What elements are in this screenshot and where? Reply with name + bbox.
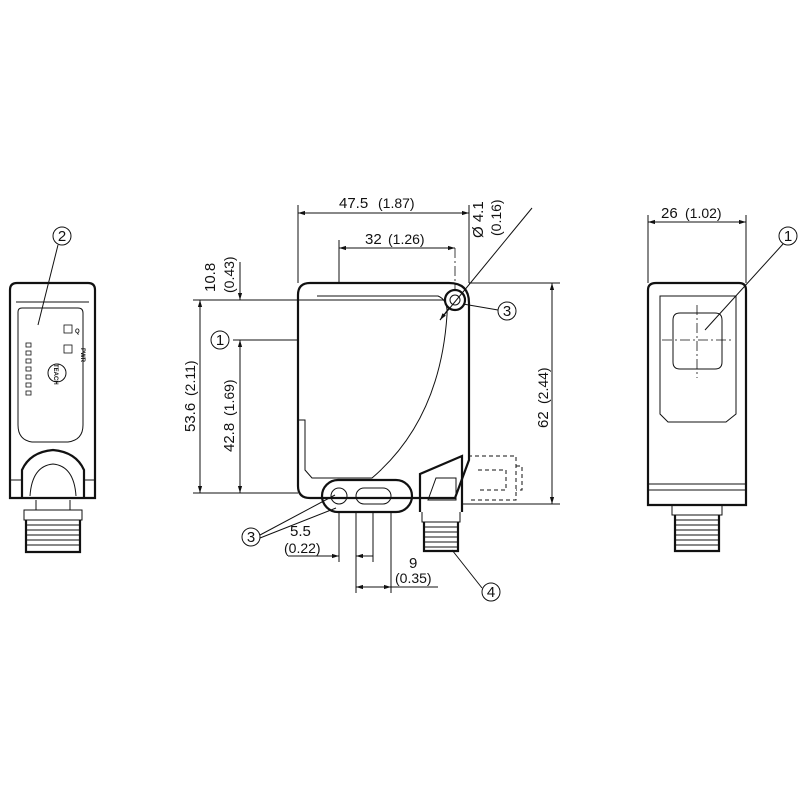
- rear-connector: [671, 505, 723, 553]
- dim-height-total: 62: [535, 411, 552, 428]
- pwr-indicator: [63, 344, 73, 354]
- dim-width-inner-inch: (1.26): [388, 231, 425, 247]
- pwr-label: PWR: [79, 348, 85, 363]
- front-view: Q PWR TEACH 2: [8, 226, 97, 554]
- side-connector: [418, 454, 523, 553]
- dim-hole-offset-inch: (0.22): [284, 540, 321, 556]
- dim-height-left: 53.6: [182, 403, 199, 432]
- svg-text:3: 3: [247, 529, 255, 546]
- callout-1-side: 1: [210, 330, 230, 350]
- dim-height-left-inch: (2.11): [182, 360, 198, 396]
- dim-hole-diameter: Ø 4.1: [470, 201, 487, 238]
- svg-text:2: 2: [58, 228, 66, 245]
- optics-window: [662, 305, 732, 378]
- callout-4: 4: [451, 549, 501, 602]
- svg-text:1: 1: [216, 332, 224, 349]
- callout-2: 2: [37, 226, 72, 326]
- side-view: 47.5 (1.87) 32 (1.26) Ø 4.1 (0.16) 53.6 …: [182, 195, 560, 602]
- dim-slot-width: 9: [409, 555, 417, 572]
- rear-view: 26 (1.02) 1: [646, 205, 798, 553]
- dim-top-offset-inch: (0.43): [221, 256, 237, 293]
- callout-3-top: 3: [462, 301, 517, 321]
- dim-width-inner: 32: [365, 231, 382, 248]
- callout-1-rear: 1: [704, 226, 798, 331]
- dim-hole-offset: 5.5: [290, 523, 311, 540]
- teach-button: [47, 363, 67, 383]
- teach-label: TEACH: [52, 364, 58, 385]
- mounting-slot-bottom: [320, 478, 414, 514]
- front-connector: [20, 448, 86, 554]
- dim-height-optical: 42.8: [221, 423, 238, 452]
- dim-width-total: 47.5: [339, 195, 368, 212]
- dim-top-offset: 10.8: [202, 263, 219, 292]
- dim-hole-diameter-inch: (0.16): [488, 199, 504, 236]
- dim-height-optical-inch: (1.69): [221, 379, 237, 416]
- q-indicator: [63, 324, 73, 334]
- dim-slot-width-inch: (0.35): [395, 570, 432, 586]
- dim-depth-inch: (1.02): [685, 205, 722, 221]
- dim-height-total-inch: (2.44): [535, 367, 551, 404]
- q-label: Q: [75, 329, 80, 335]
- svg-text:3: 3: [503, 303, 511, 320]
- svg-text:4: 4: [487, 584, 495, 601]
- dim-width-total-inch: (1.87): [378, 195, 415, 211]
- svg-text:1: 1: [784, 228, 792, 245]
- indicator-leds: [25, 342, 32, 396]
- dim-depth: 26: [661, 205, 678, 222]
- callout-3-bottom: 3: [241, 494, 337, 547]
